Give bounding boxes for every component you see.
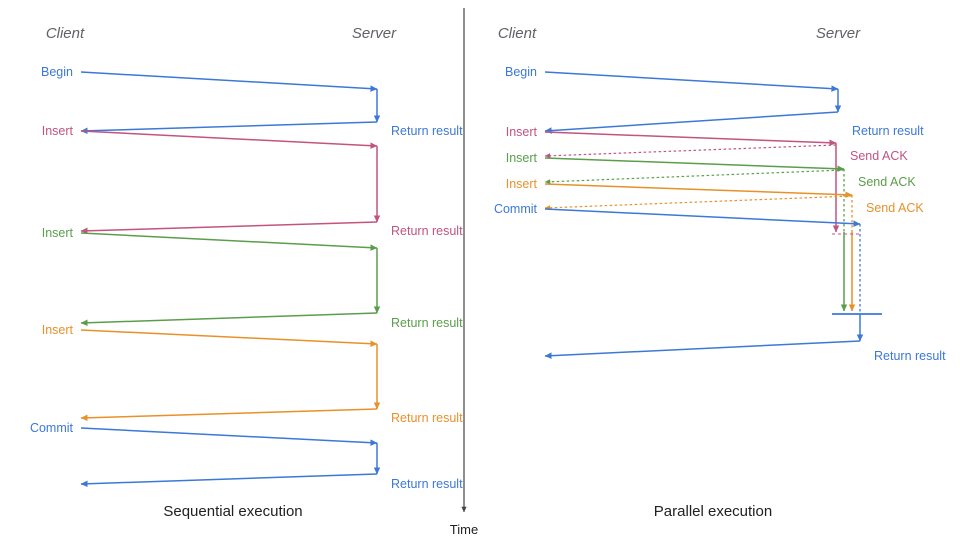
message-arrow-to-server (80, 130, 378, 149)
message-arrow-to-server (544, 183, 853, 199)
message-label-commit: Commit (30, 421, 74, 435)
message-label-return-result: Return result (852, 124, 924, 138)
message-label-insert: Insert (42, 226, 74, 240)
message-arrow-to-client (80, 473, 378, 488)
message-arrow-to-client (544, 195, 853, 211)
time-axis-label: Time (450, 522, 478, 537)
message-arrow-to-server (544, 71, 839, 92)
client-lifeline-header: Client (46, 25, 85, 42)
message-arrow-to-client (544, 144, 837, 159)
message-label-send-ack: Send ACK (850, 149, 908, 163)
client-lifeline-header: Client (498, 25, 537, 42)
message-label-insert: Insert (506, 125, 538, 139)
message-arrow-to-client (80, 408, 378, 422)
message-arrow-to-server (544, 131, 837, 147)
message-arrow-to-client (544, 169, 845, 185)
message-label-send-ack: Send ACK (866, 201, 924, 215)
diagram-graphics (80, 8, 882, 513)
server-lifeline-header: Server (352, 25, 397, 42)
message-label-return-result: Return result (391, 124, 463, 138)
message-label-insert: Insert (506, 177, 538, 191)
message-label-send-ack: Send ACK (858, 175, 916, 189)
message-arrow-to-server (80, 232, 378, 251)
server-lifeline-header: Server (816, 25, 861, 42)
message-arrow-to-client (80, 221, 378, 235)
message-label-return-result: Return result (391, 316, 463, 330)
message-arrow-to-server (544, 208, 861, 227)
message-label-return-result: Return result (391, 224, 463, 238)
message-label-commit: Commit (494, 202, 538, 216)
message-arrow-to-client (544, 111, 839, 134)
message-arrow-to-server (80, 71, 378, 92)
message-arrow-to-server (80, 329, 378, 347)
message-arrow-to-server (80, 427, 378, 446)
message-label-return-result: Return result (391, 411, 463, 425)
message-label-return-result: Return result (874, 349, 946, 363)
message-arrow-to-client (544, 340, 861, 359)
message-arrow-to-client (80, 312, 378, 327)
message-arrow-to-client (80, 121, 378, 135)
message-label-insert: Insert (506, 151, 538, 165)
message-arrow-to-server (544, 157, 845, 173)
message-label-insert: Insert (42, 124, 74, 138)
panel-caption: Sequential execution (163, 503, 302, 520)
panel-caption: Parallel execution (654, 503, 772, 520)
message-label-begin: Begin (41, 65, 73, 79)
message-label-return-result: Return result (391, 477, 463, 491)
message-label-begin: Begin (505, 65, 537, 79)
message-label-insert: Insert (42, 323, 74, 337)
